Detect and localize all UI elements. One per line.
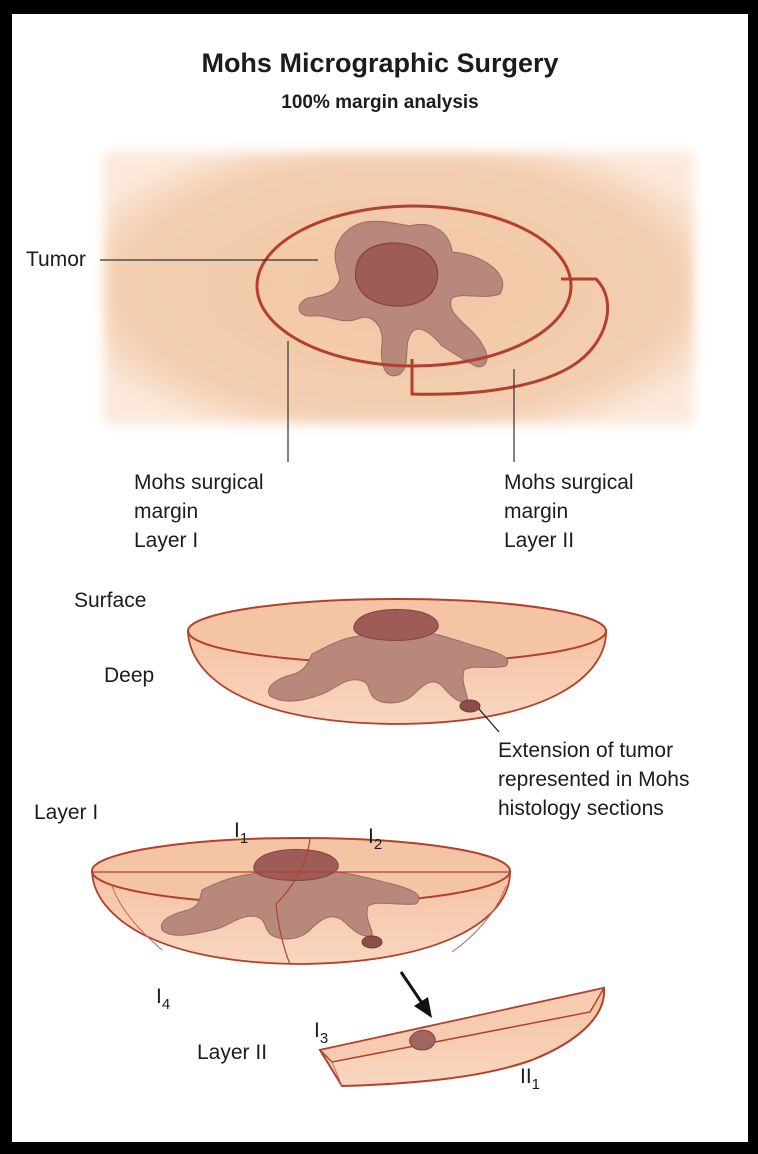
- page-title: Mohs Micrographic Surgery: [12, 48, 748, 79]
- section-i2-main: I: [368, 825, 374, 848]
- extension-line3: histology sections: [498, 794, 689, 823]
- tissue-bowl: [188, 599, 606, 732]
- section-i1-label: I1: [234, 816, 248, 847]
- section-i4-sub: 4: [162, 996, 170, 1013]
- layer2-margin-line3: Layer II: [504, 526, 634, 555]
- layer1-margin-line1: Mohs surgical: [134, 468, 264, 497]
- extension-line2: represented in Mohs: [498, 765, 689, 794]
- sectioned-bowl: [92, 838, 510, 964]
- page-subtitle: 100% margin analysis: [12, 92, 748, 114]
- section-ii1-main: II: [520, 1065, 532, 1088]
- section-i2-sub: 2: [374, 836, 382, 853]
- section-i3-sub: 3: [320, 1030, 328, 1047]
- section-ii1-label: II1: [520, 1062, 540, 1093]
- section-i1-main: I: [234, 819, 240, 842]
- arrow-to-layer2: [401, 972, 432, 1018]
- section-i1-sub: 1: [240, 830, 248, 847]
- layer-i-label: Layer I: [34, 798, 98, 827]
- section-i4-label: I4: [156, 982, 170, 1013]
- layer2-wedge: [320, 988, 604, 1086]
- illustration: [12, 14, 748, 1142]
- section-ii1-sub: 1: [532, 1076, 540, 1093]
- tumor-label: Tumor: [26, 245, 86, 274]
- diagram-frame: Mohs Micrographic Surgery 100% margin an…: [12, 14, 748, 1142]
- extension-line1: Extension of tumor: [498, 736, 689, 765]
- section-i3-label: I3: [314, 1016, 328, 1047]
- layer1-margin-line2: margin: [134, 497, 264, 526]
- layer2-margin-line1: Mohs surgical: [504, 468, 634, 497]
- section-i2-label: I2: [368, 822, 382, 853]
- layer1-margin-line3: Layer I: [134, 526, 264, 555]
- layer2-margin-label: Mohs surgical margin Layer II: [504, 468, 634, 555]
- surface-label: Surface: [74, 586, 146, 615]
- section-i4-main: I: [156, 985, 162, 1008]
- layer1-margin-label: Mohs surgical margin Layer I: [134, 468, 264, 555]
- deep-label: Deep: [104, 661, 154, 690]
- section-i3-main: I: [314, 1019, 320, 1042]
- layer-ii-label: Layer II: [197, 1038, 267, 1067]
- extension-label: Extension of tumor represented in Mohs h…: [498, 736, 689, 823]
- layer2-margin-line2: margin: [504, 497, 634, 526]
